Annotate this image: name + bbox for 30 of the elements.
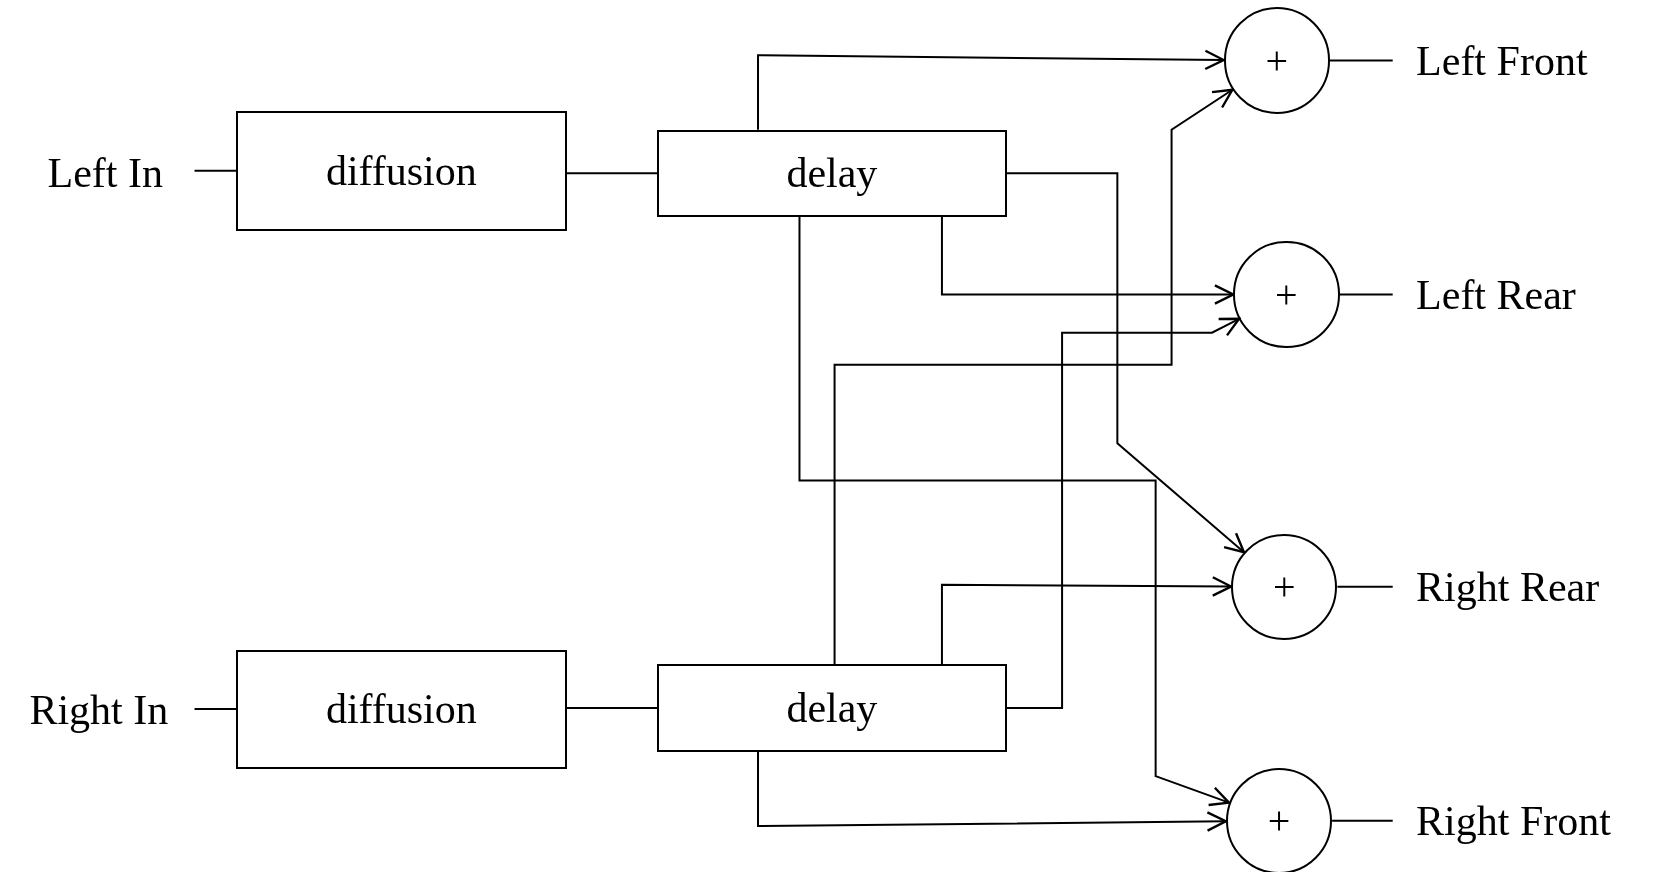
signal-label: Right Front: [1392, 792, 1661, 851]
summing-junction: +: [1225, 767, 1333, 872]
connector-line: [565, 172, 658, 175]
arrow: [1005, 172, 1246, 554]
arrow: [1005, 317, 1241, 710]
connector-line: [1331, 819, 1394, 822]
signal-label: Left In: [15, 143, 195, 202]
arrow: [940, 215, 1235, 305]
arrow: [798, 215, 1231, 807]
process-box: diffusion: [236, 649, 567, 769]
process-box: diffusion: [236, 110, 567, 231]
arrow: [757, 750, 1227, 832]
connector-line: [1336, 585, 1394, 588]
signal-label: Left Front: [1392, 31, 1648, 91]
connector-line: [1329, 59, 1394, 62]
summing-junction: +: [1223, 7, 1330, 114]
summing-junction: +: [1233, 241, 1340, 348]
process-box: delay: [657, 664, 1007, 752]
connector-line: [1338, 293, 1394, 296]
arrow: [833, 88, 1234, 666]
signal-label: Right In: [3, 680, 195, 739]
summing-junction: +: [1231, 533, 1338, 640]
arrow: [940, 576, 1233, 666]
process-box: delay: [657, 129, 1007, 217]
connector-line: [193, 169, 237, 172]
arrow: [757, 49, 1225, 131]
signal-label: Left Rear: [1392, 265, 1638, 325]
connector-line: [193, 708, 237, 711]
connector-line: [565, 707, 658, 710]
signal-label: Right Rear: [1392, 558, 1648, 617]
